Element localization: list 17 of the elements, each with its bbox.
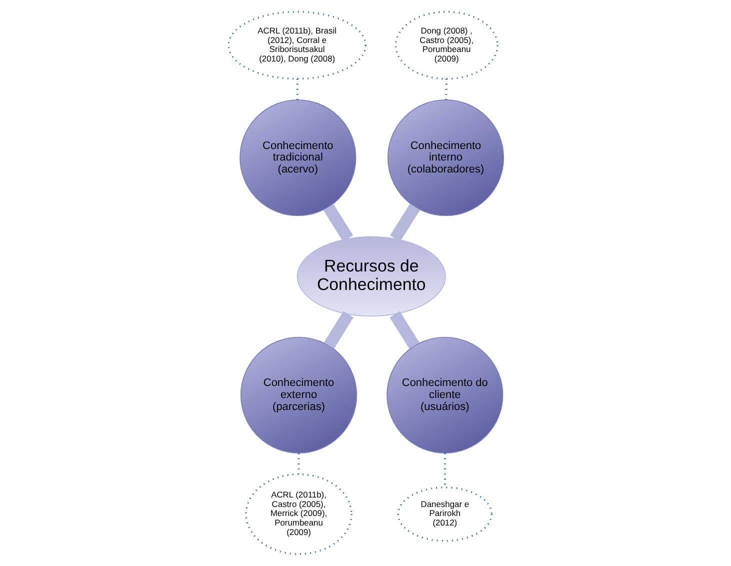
node-ellipse: Recursos de Conhecimento <box>296 236 446 317</box>
connector <box>389 204 420 242</box>
node-ellipse: ACRL (2011b), Castro (2005), Merrick (2009), Porumbeanu (2009) <box>244 473 352 555</box>
connector <box>322 204 353 242</box>
node-circle: Conhecimento tradicional (acervo) <box>239 99 356 216</box>
node-ellipse: Daneshgar e Parirokh (2012) <box>396 486 492 542</box>
connector <box>443 453 446 488</box>
connector <box>296 78 298 100</box>
connector <box>444 78 447 100</box>
node-ellipse: Dong (2008) , Castro (2005), Porumbeanu (2009) <box>394 10 498 80</box>
node-ellipse: ACRL (2011b), Brasil (2012), Corral e Sriborisutsakul (2010), Dong (2008) <box>227 10 366 80</box>
node-circle: Conhecimento externo (parcerias) <box>240 336 357 454</box>
node-circle: Conhecimento do cliente (usuários) <box>386 336 503 454</box>
connector <box>297 453 300 474</box>
connector <box>389 311 419 349</box>
connector <box>323 311 353 349</box>
node-circle: Conhecimento interno (colaboradores) <box>386 99 504 216</box>
